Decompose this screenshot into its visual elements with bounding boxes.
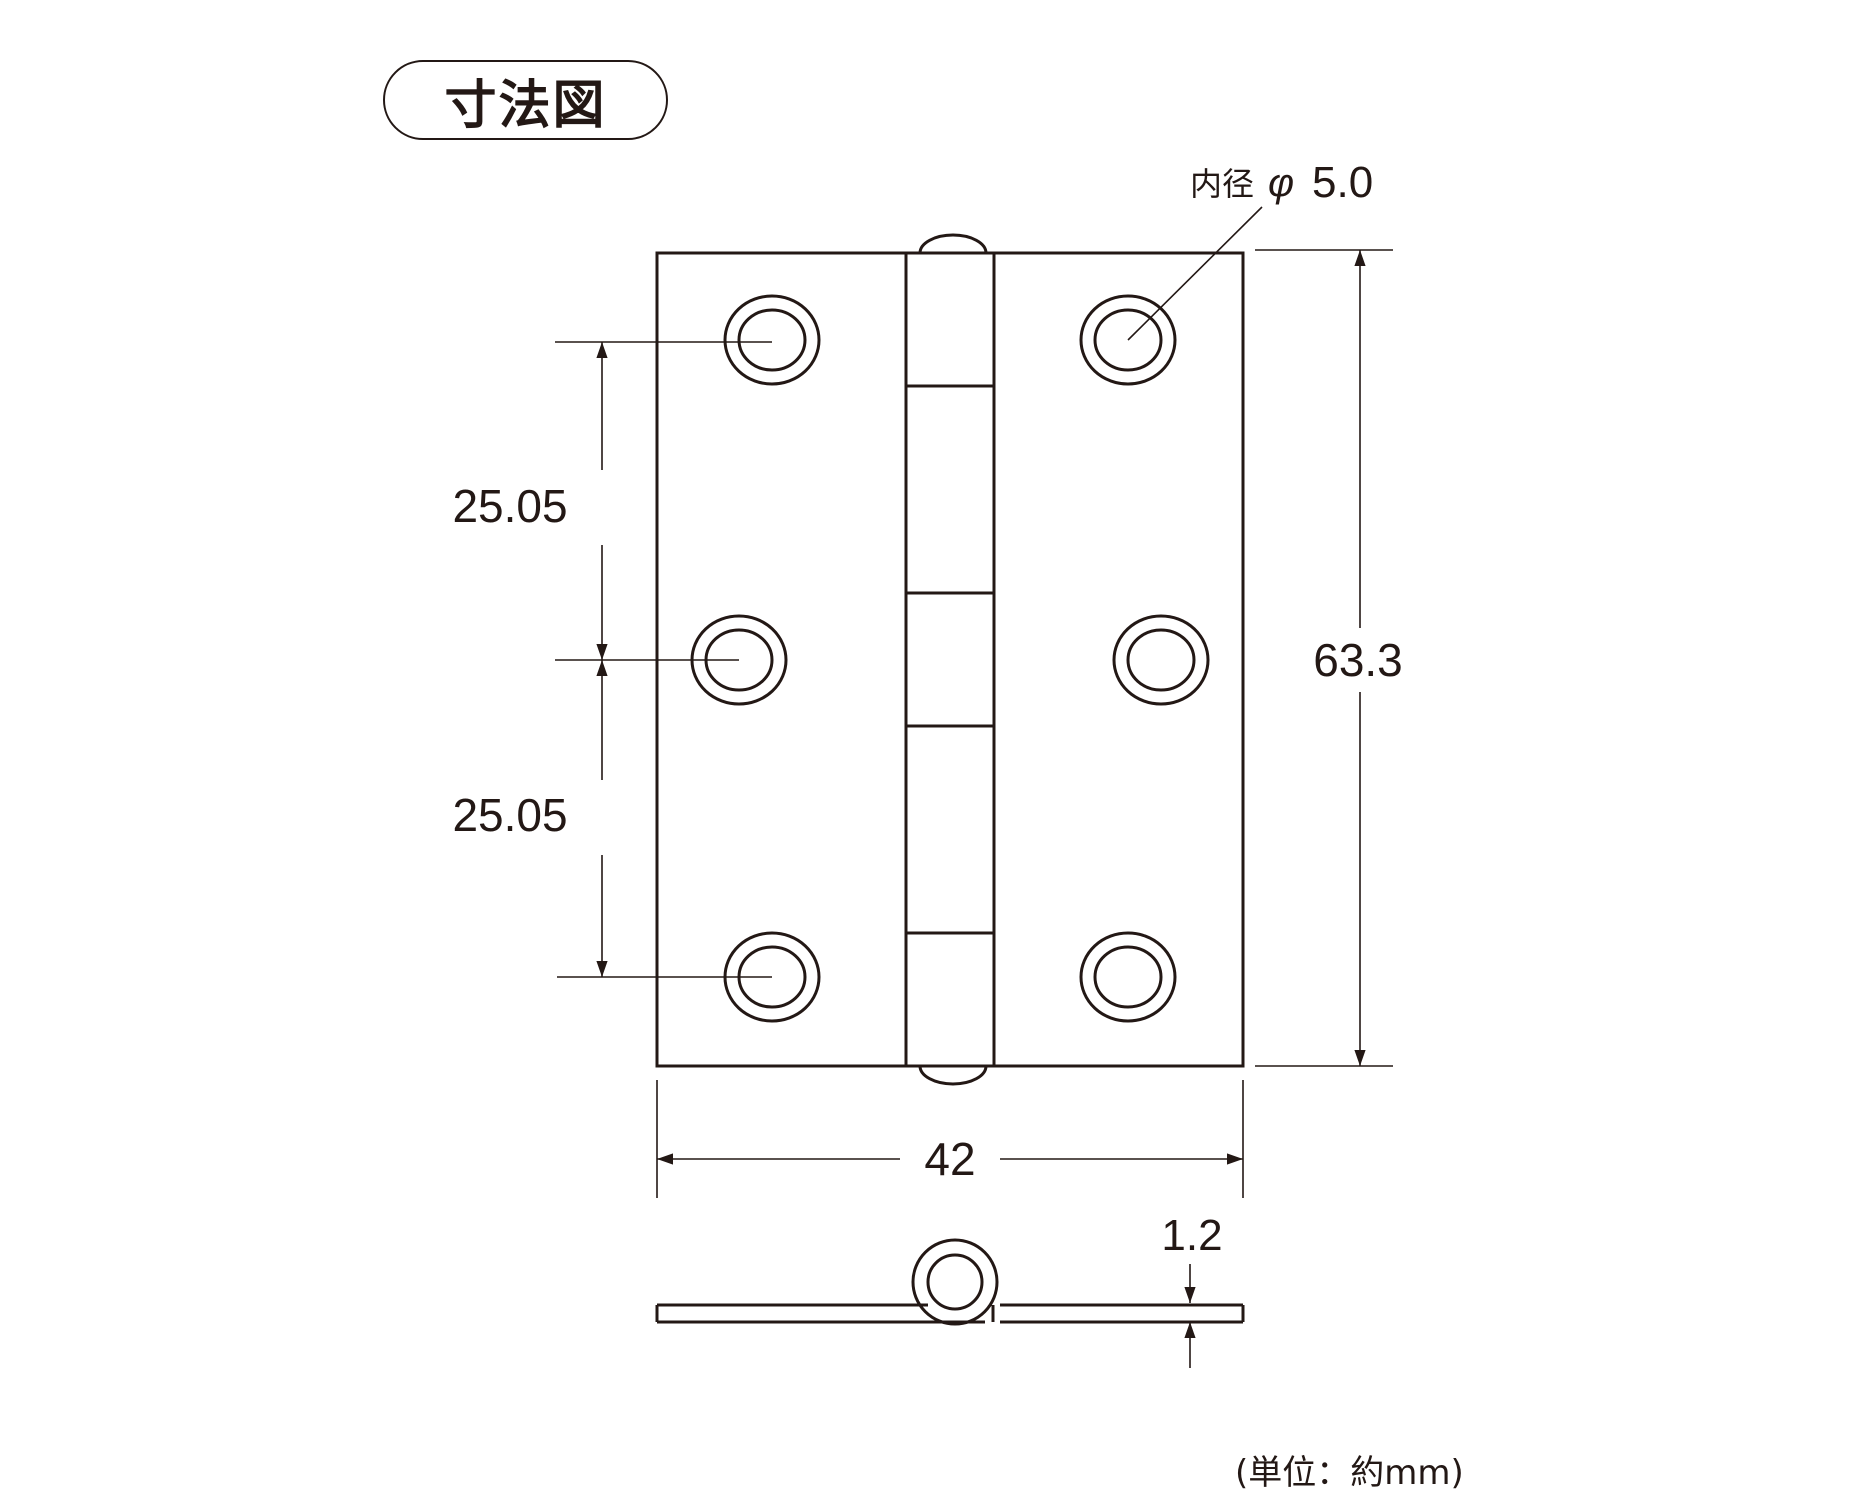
- total-width-label: 42: [924, 1133, 975, 1185]
- drawing-title: 寸法図: [444, 75, 607, 136]
- hinge-knuckle-barrel: [904, 251, 996, 1068]
- hinge-side-view: [655, 1238, 1245, 1326]
- total-height-label: 63.3: [1313, 634, 1403, 686]
- hole-spacing-lower-label: 25.05: [452, 789, 567, 841]
- side-knuckle-inner: [926, 1253, 984, 1311]
- diameter-symbol: φ: [1268, 161, 1294, 205]
- knuckle-top-cap: [918, 233, 988, 254]
- screw-hole-right-bottom: [1079, 931, 1177, 1023]
- screw-hole-right-top: [1079, 294, 1177, 386]
- diameter-leader-line: [1127, 206, 1263, 341]
- hinge-front-view: [655, 233, 1245, 1086]
- knuckle-bottom-cap: [918, 1065, 988, 1086]
- hinge-right-leaf: [992, 251, 1245, 1068]
- hole-spacing-upper-label: 25.05: [452, 480, 567, 532]
- screw-hole-left-top: [723, 294, 821, 386]
- thickness-label: 1.2: [1161, 1211, 1222, 1260]
- side-knuckle-outer: [911, 1238, 999, 1326]
- inner-diameter-caption: 内径: [1190, 165, 1254, 203]
- drawing-title-badge: 寸法図: [383, 60, 668, 140]
- unit-note: (単位：約mm): [1235, 1453, 1464, 1493]
- inner-diameter-value: 5.0: [1312, 158, 1373, 207]
- dimension-lines: [555, 206, 1393, 1368]
- screw-hole-right-middle: [1112, 614, 1210, 706]
